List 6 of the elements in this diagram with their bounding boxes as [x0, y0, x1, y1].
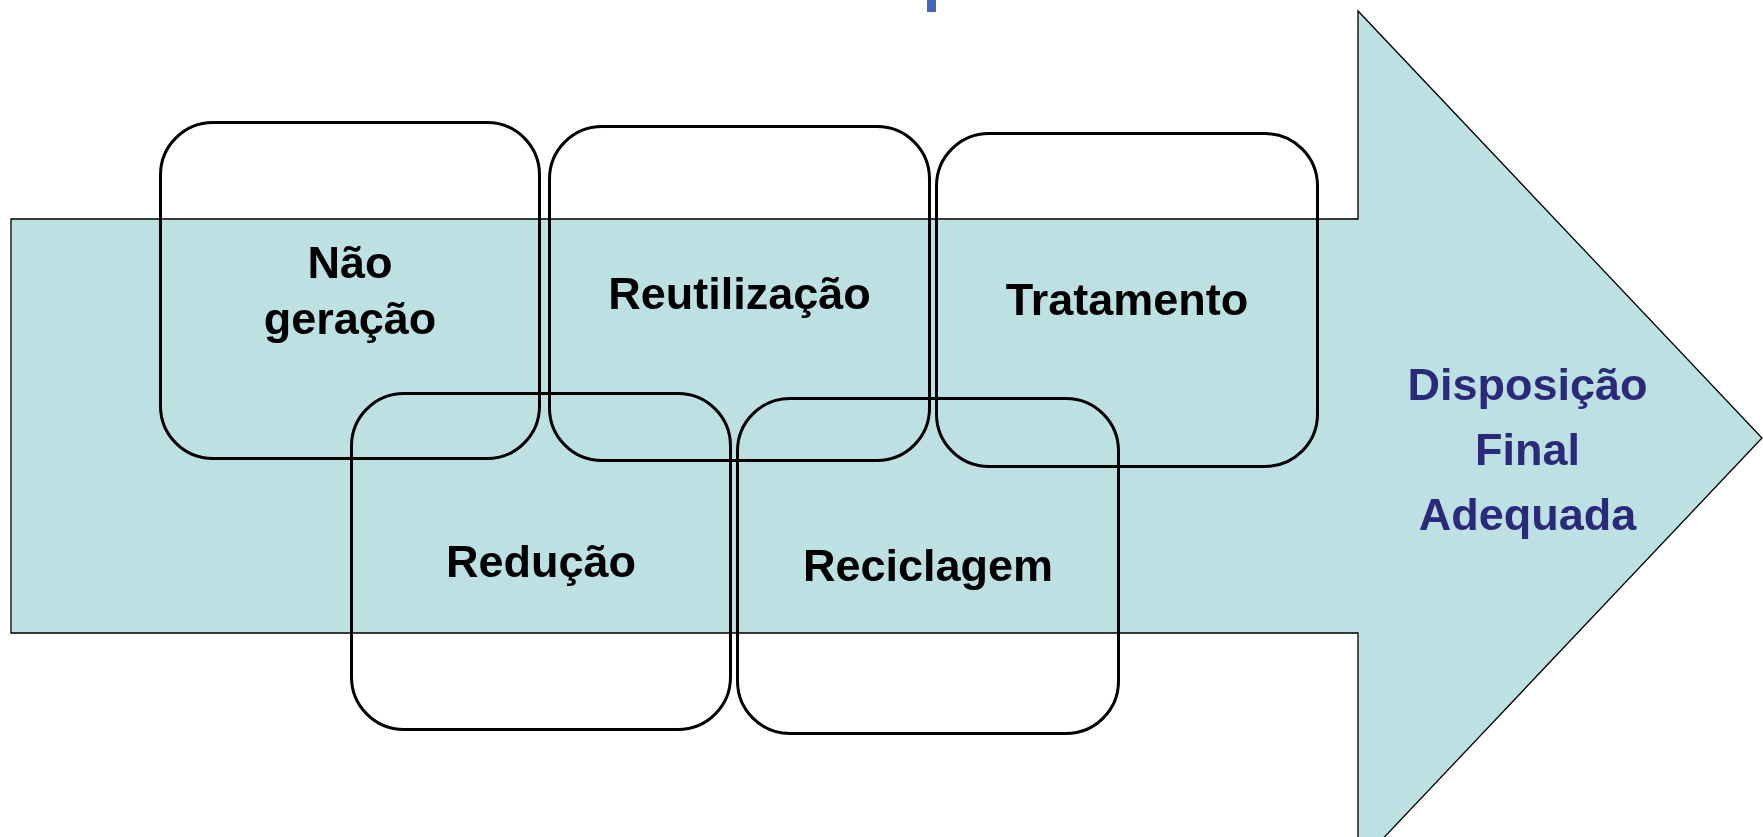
arrow-label: Disposição Final Adequada	[1406, 358, 1649, 542]
box-label: Reciclagem	[802, 539, 1054, 593]
box-label: Redução	[445, 534, 636, 589]
box-label: Não geração	[262, 235, 438, 346]
box-label: Tratamento	[1005, 273, 1249, 327]
box-label: Reutilização	[608, 266, 871, 321]
